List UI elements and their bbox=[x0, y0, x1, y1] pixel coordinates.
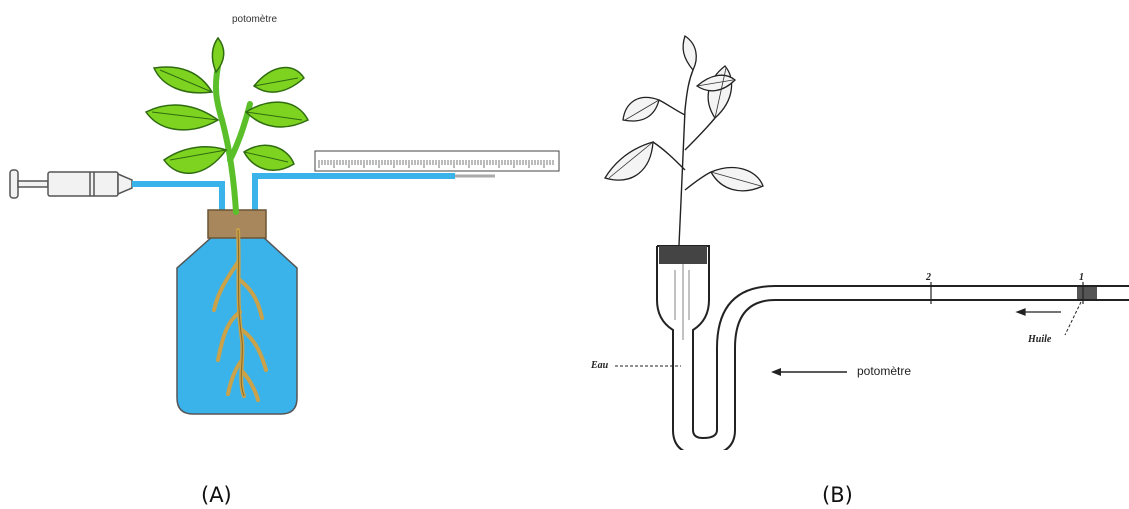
graduated-scale bbox=[315, 151, 559, 171]
diagram-b-potometer: 2 1 Huile Eau potomètre bbox=[585, 0, 1129, 450]
panel-a-title: potomètre bbox=[232, 14, 277, 25]
leaves-b bbox=[605, 36, 763, 191]
diagram-a-potometer: potomètre bbox=[0, 0, 580, 450]
oil-droplet bbox=[1077, 287, 1097, 299]
mark-2: 2 bbox=[925, 272, 931, 283]
caption-a: (A) bbox=[201, 483, 232, 507]
caption-b: (B) bbox=[822, 483, 853, 507]
flow-arrow bbox=[1017, 309, 1061, 315]
tube-left bbox=[132, 184, 222, 212]
mark-1: 1 bbox=[1079, 272, 1084, 283]
plant-b bbox=[653, 70, 715, 245]
label-huile: Huile bbox=[1027, 334, 1052, 345]
bulb-vessel bbox=[657, 246, 1129, 450]
tube-right bbox=[255, 176, 455, 212]
syringe bbox=[10, 170, 132, 198]
stopper-b bbox=[659, 246, 707, 264]
label-potometre: potomètre bbox=[857, 364, 911, 378]
label-eau: Eau bbox=[590, 360, 609, 371]
